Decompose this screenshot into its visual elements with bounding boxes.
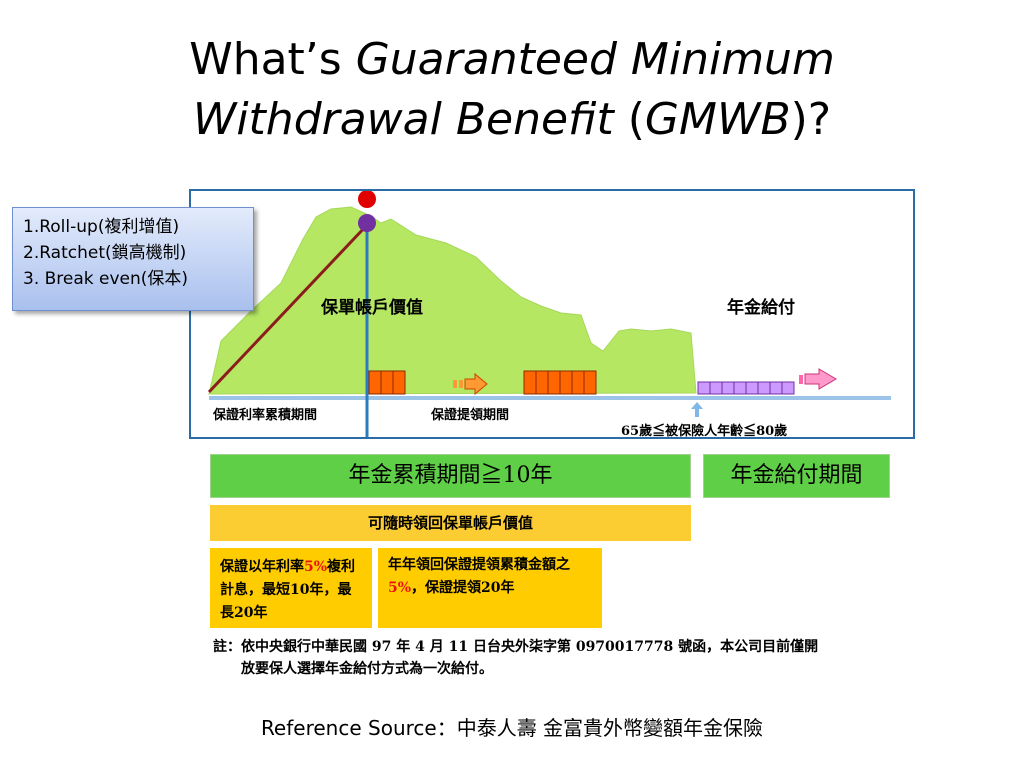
purple-ratchet-marker [358, 214, 376, 232]
age-condition-label: 65歲≦被保險人年齡≦80歲 [621, 423, 787, 437]
annuity-payment-label: 年金給付 [727, 297, 795, 318]
rollup-line [207, 223, 369, 394]
up-arrow-icon [691, 402, 703, 417]
footnote: 註：依中央銀行中華民國 97 年 4 月 11 日台央外柒字第 09700177… [213, 636, 913, 680]
guaranteed-withdrawal-period-label: 保證提領期間 [430, 407, 509, 423]
withdrawal-rate: 5% [388, 580, 412, 596]
footnote-line-2: 放要保人選擇年金給付方式為一次給付。 [241, 661, 493, 677]
reference-label: Reference Source： [260, 716, 457, 740]
rollup-guarantee-box: 保證以年利率5%複利計息，最短10年，最長20年 [210, 548, 372, 628]
reference-source: Reference Source：中泰人壽 金富貴外幣變額年金保險 [0, 712, 1024, 741]
features-callout: 1.Roll-up(複利增值) 2.Ratchet(鎖高機制) 3. Break… [12, 207, 254, 311]
accumulation-period-bar: 年金累積期間≧10年 [210, 454, 691, 498]
rollup-rate: 5% [304, 559, 328, 575]
account-value-area [208, 206, 697, 395]
payout-blocks [697, 381, 795, 395]
withdrawal-blocks-2 [523, 370, 597, 395]
orange-arrow-icon [453, 372, 488, 396]
diagram-svg: 保單帳戶價值 年金給付 保證利率累積期間 保證提領期間 65歲≦被保險人年齡≦8… [207, 191, 891, 437]
withdrawal-guarantee-box: 年年領回保證提領累積金額之5%，保證提領20年 [378, 548, 602, 628]
title-line-1: What’s Guaranteed Minimum [189, 34, 835, 85]
gmwb-diagram: 保單帳戶價值 年金給付 保證利率累積期間 保證提領期間 65歲≦被保險人年齡≦8… [189, 189, 915, 439]
callout-item-ratchet: 2.Ratchet(鎖高機制) [23, 243, 187, 263]
title-line-2: Withdrawal Benefit (GMWB)? [192, 94, 832, 145]
callout-item-break-even: 3. Break even(保本) [23, 269, 189, 289]
pink-arrow-icon [799, 368, 837, 390]
account-value-label: 保單帳戶價值 [320, 297, 423, 318]
red-peak-marker [358, 191, 376, 208]
callout-item-rollup: 1.Roll-up(複利增值) [23, 217, 180, 237]
payout-period-bar: 年金給付期間 [703, 454, 890, 498]
withdraw-anytime-bar: 可隨時領回保單帳戶價值 [210, 505, 691, 541]
reference-source-name: 中泰人壽 金富貴外幣變額年金保險 [456, 716, 764, 740]
withdrawal-blocks-1 [368, 370, 406, 395]
footnote-line-1: 註：依中央銀行中華民國 97 年 4 月 11 日台央外柒字第 09700177… [213, 639, 819, 655]
slide-title: What’s Guaranteed Minimum Withdrawal Ben… [0, 30, 1024, 150]
guaranteed-rate-period-label: 保證利率累積期間 [212, 407, 317, 423]
